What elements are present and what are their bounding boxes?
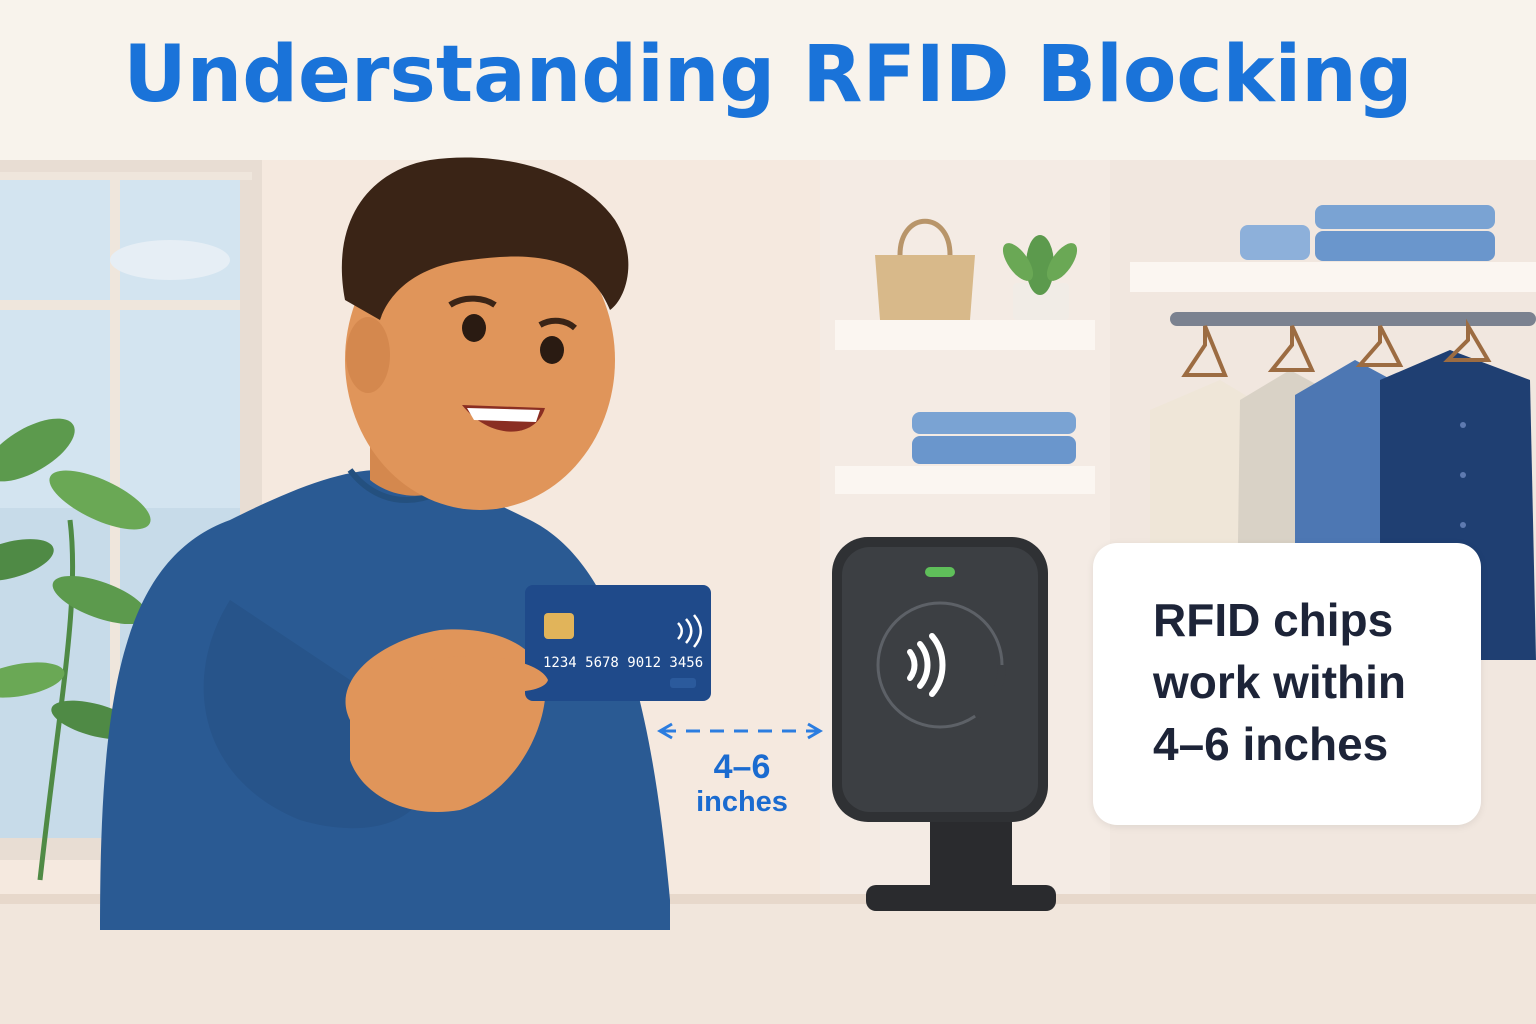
reader-contactless-icon: [907, 633, 946, 697]
distance-label: 4–6 inches: [660, 748, 824, 818]
info-line-1: RFID chips: [1153, 594, 1394, 646]
shelves: [835, 205, 1536, 494]
card-reader: [832, 537, 1056, 911]
person: [100, 157, 670, 930]
page-title: Understanding RFID Blocking: [123, 30, 1413, 120]
double-arrow-icon: [657, 722, 823, 740]
chip-icon: [544, 613, 574, 639]
card-number: 1234 5678 9012 3456: [543, 655, 703, 671]
info-callout: RFID chips work within 4–6 inches: [1093, 543, 1481, 825]
info-line-3: 4–6 inches: [1153, 718, 1389, 770]
distance-unit: inches: [696, 786, 788, 818]
distance-value: 4–6: [713, 748, 771, 786]
contactless-icon: [677, 614, 702, 648]
info-line-2: work within: [1153, 656, 1406, 708]
credit-card: [430, 585, 711, 701]
